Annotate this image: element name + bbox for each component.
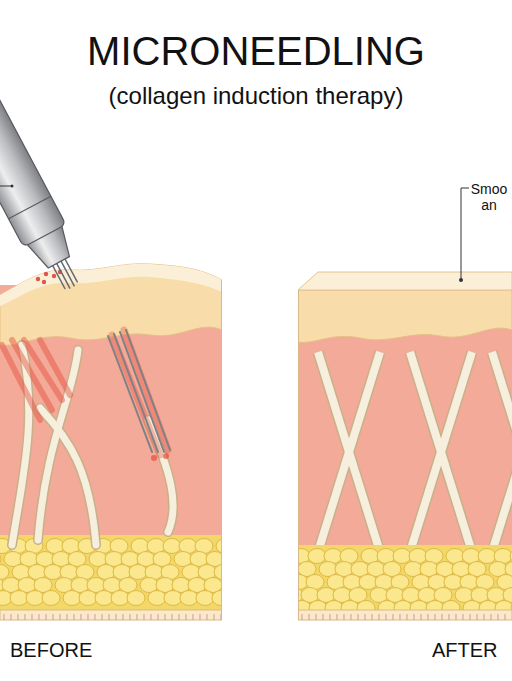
tissue-tick <box>407 614 408 620</box>
before-skin <box>0 250 222 620</box>
tissue-tick <box>351 614 352 620</box>
tissue-tick <box>165 614 166 620</box>
tissue-tick <box>144 614 145 620</box>
fat-cell <box>164 591 182 606</box>
fat-cell <box>63 591 81 606</box>
fat-cell <box>42 591 60 606</box>
tissue-tick <box>39 614 40 620</box>
tissue-tick <box>193 614 194 620</box>
tissue-tick <box>309 614 310 620</box>
fat-cell <box>393 549 411 564</box>
tissue-tick <box>386 614 387 620</box>
tissue-tick <box>102 614 103 620</box>
fat-cell <box>111 591 129 606</box>
panel-label: AFTER <box>432 639 498 662</box>
tissue-tick <box>158 614 159 620</box>
subtitle: (collagen induction therapy) <box>0 82 512 110</box>
tissue-tick <box>130 614 131 620</box>
tissue-tick <box>400 614 401 620</box>
fat-cell <box>478 549 496 564</box>
tissue-tick <box>172 614 173 620</box>
panel-label: BEFORE <box>10 639 92 662</box>
tissue-tick <box>214 614 215 620</box>
tissue-tick <box>435 614 436 620</box>
fat-cell <box>308 549 326 564</box>
title: MICRONEEDLING <box>0 28 512 74</box>
tissue-tick <box>88 614 89 620</box>
tissue-tick <box>53 614 54 620</box>
tissue-tick <box>32 614 33 620</box>
fat-cell <box>95 591 113 606</box>
tissue-tick <box>25 614 26 620</box>
tissue-tick <box>463 614 464 620</box>
tissue-tick <box>456 614 457 620</box>
tissue-tick <box>151 614 152 620</box>
tissue-tick <box>137 614 138 620</box>
fat-cell <box>129 565 147 580</box>
fat-cell <box>196 591 214 606</box>
tissue-tick <box>95 614 96 620</box>
tissue-tick <box>81 614 82 620</box>
fat-cell <box>212 591 222 606</box>
fat-cell <box>79 591 97 606</box>
fat-cell <box>180 591 198 606</box>
callout-label: Smoo an <box>469 181 509 213</box>
fat-cell <box>10 591 28 606</box>
tissue-tick <box>414 614 415 620</box>
tissue-tick <box>330 614 331 620</box>
tissue-tick <box>344 614 345 620</box>
tissue-tick <box>477 614 478 620</box>
tissue-tick <box>491 614 492 620</box>
tissue-tick <box>358 614 359 620</box>
fat-cell <box>26 591 44 606</box>
tissue-tick <box>449 614 450 620</box>
fat-cell <box>163 539 181 554</box>
tissue-tick <box>200 614 201 620</box>
tissue-tick <box>323 614 324 620</box>
tissue-tick <box>365 614 366 620</box>
tissue-tick <box>484 614 485 620</box>
tissue-tick <box>116 614 117 620</box>
tissue-tick <box>186 614 187 620</box>
tissue-tick <box>302 614 303 620</box>
tissue-tick <box>109 614 110 620</box>
tissue-tick <box>498 614 499 620</box>
tissue-tick <box>337 614 338 620</box>
tissue-tick <box>207 614 208 620</box>
tissue-tick <box>421 614 422 620</box>
tissue-tick <box>442 614 443 620</box>
tissue-tick <box>60 614 61 620</box>
tissue-tick <box>74 614 75 620</box>
tissue-tick <box>179 614 180 620</box>
tissue-tick <box>46 614 47 620</box>
fat-cell <box>148 591 166 606</box>
fat-cell <box>359 575 377 590</box>
tissue-tick <box>316 614 317 620</box>
tissue-tick <box>505 614 506 620</box>
tissue-tick <box>11 614 12 620</box>
tissue-tick <box>379 614 380 620</box>
tissue-tick <box>470 614 471 620</box>
fat-cell <box>444 575 462 590</box>
tissue-tick <box>393 614 394 620</box>
tissue-tick <box>18 614 19 620</box>
tissue-tick <box>428 614 429 620</box>
tissue-tick <box>4 614 5 620</box>
after-skin <box>298 272 512 620</box>
fat-cell <box>44 565 62 580</box>
fat-cell <box>0 565 9 580</box>
fat-cell <box>510 549 512 564</box>
tissue-tick <box>372 614 373 620</box>
tissue-tick <box>67 614 68 620</box>
microneedle-pen <box>0 73 93 299</box>
tissue-tick <box>123 614 124 620</box>
fat-cell <box>127 591 145 606</box>
